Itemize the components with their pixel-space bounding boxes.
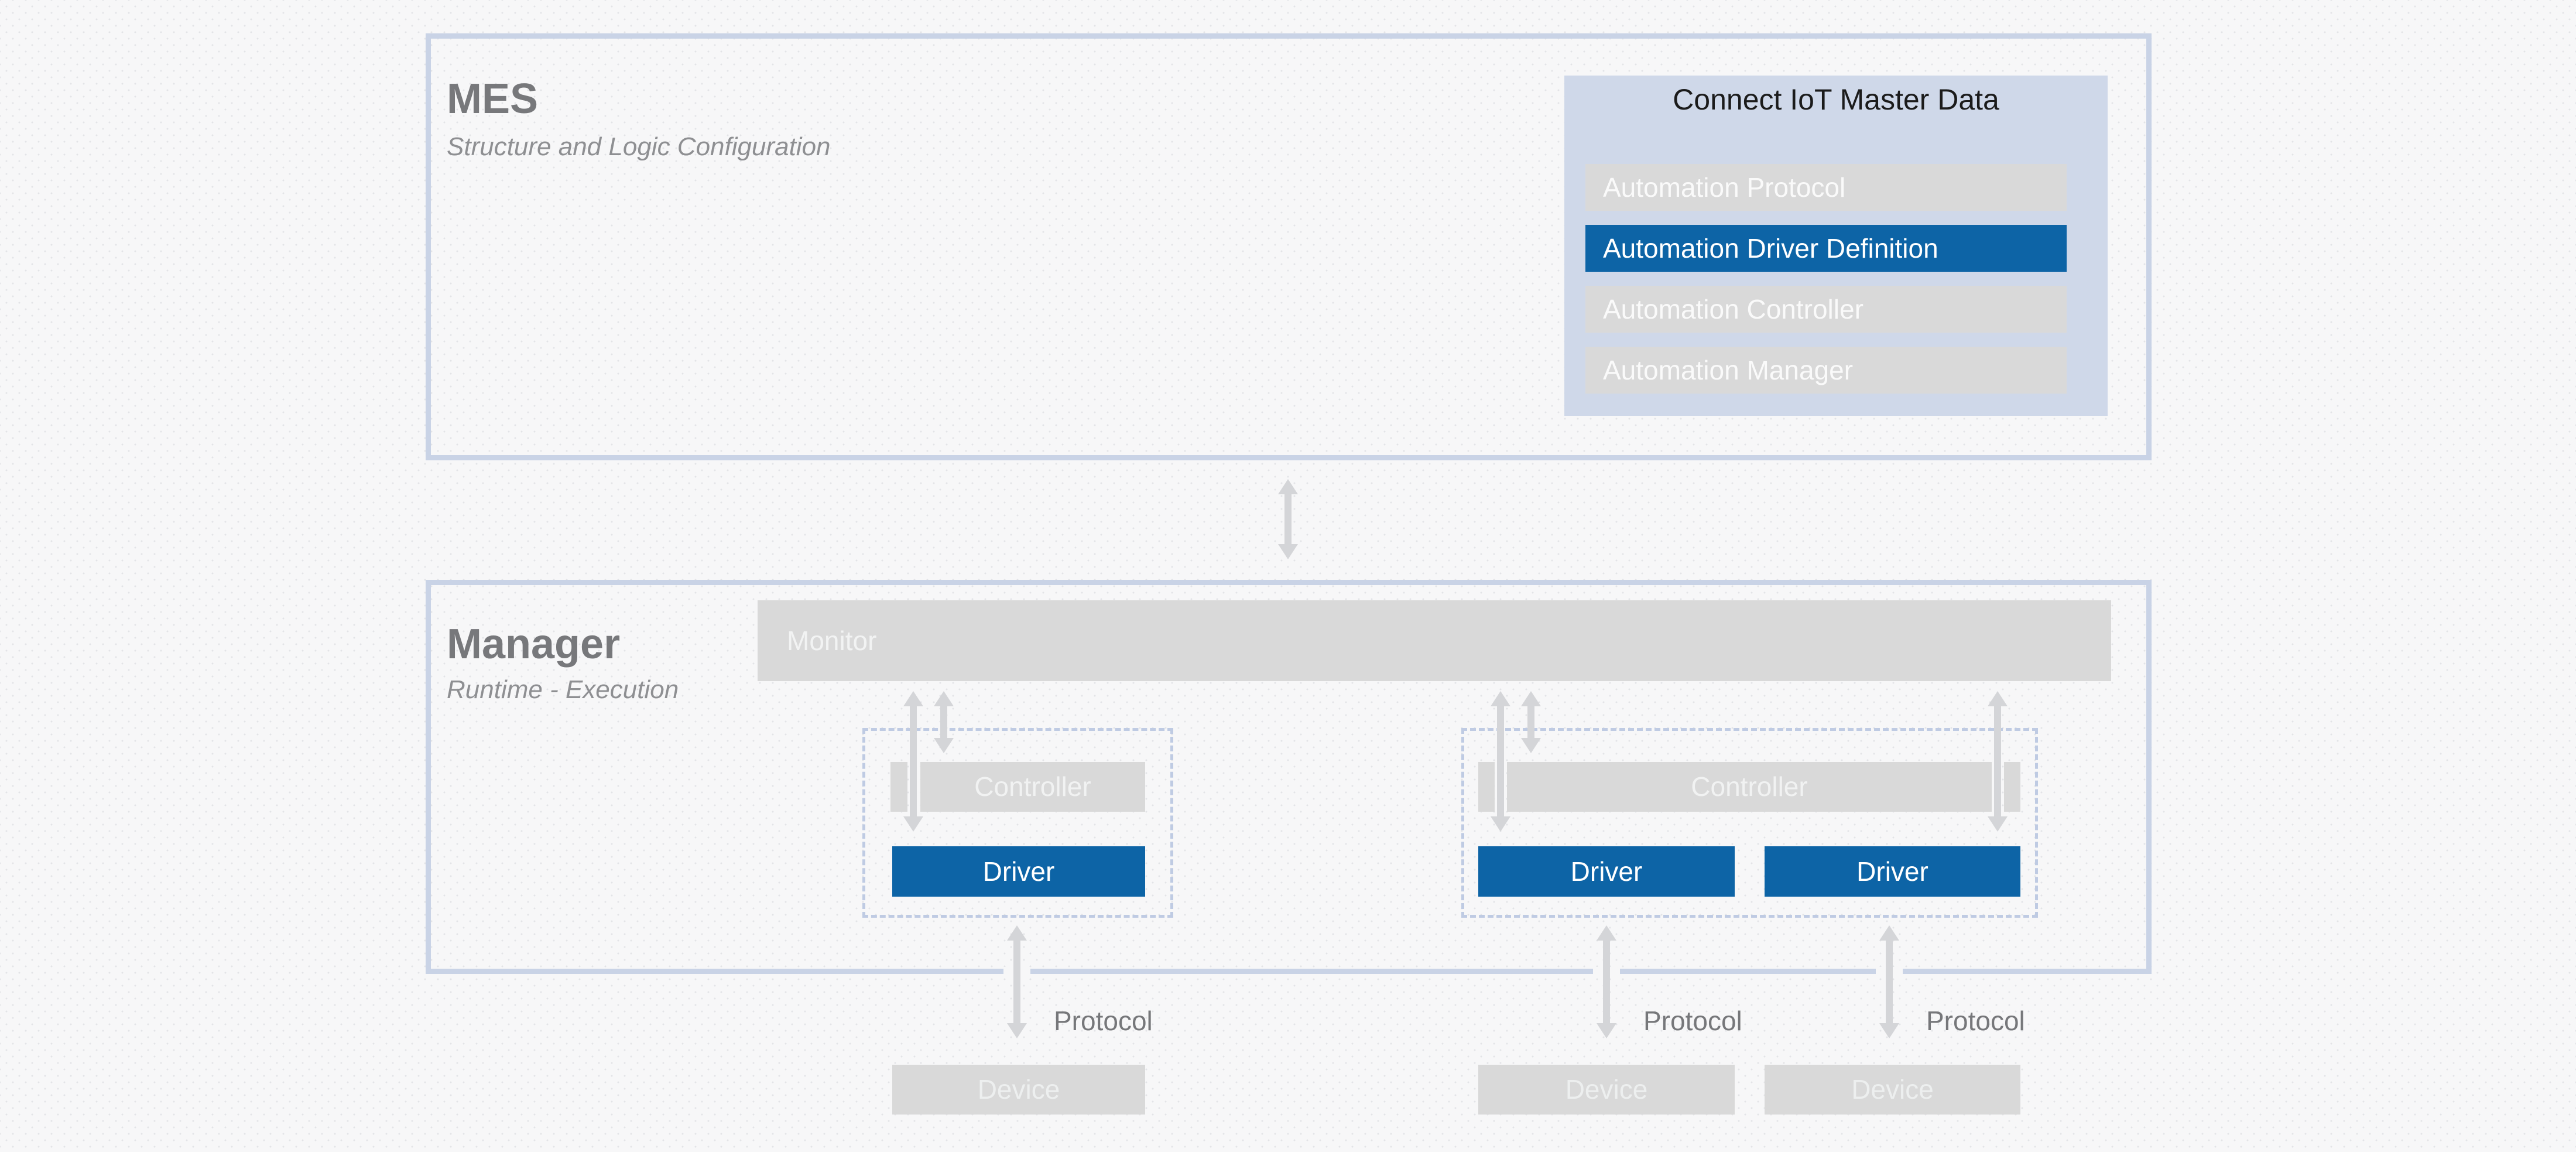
controller-bar-right: Controller: [1507, 762, 1992, 812]
driver-bar-right-2: Driver: [1765, 846, 2020, 897]
monitor-controller-arrow-long-right2: [1988, 691, 2008, 832]
monitor-controller-arrow-long-left: [903, 691, 923, 832]
menu-item-automation-manager: Automation Manager: [1585, 347, 2067, 394]
protocol-arrow-2: [1597, 925, 1616, 1038]
connect-iot-panel-title: Connect IoT Master Data: [1673, 83, 1999, 116]
controller-group-left: Controller Driver: [862, 728, 1173, 918]
controller-bar-right-left-stub: [1478, 762, 1495, 812]
controller-bar-right-right-stub: [2004, 762, 2020, 812]
manager-title: Manager: [447, 621, 621, 668]
controller-bar-left-stub: [890, 762, 907, 812]
driver-bar-left: Driver: [892, 846, 1145, 897]
protocol-label-2: Protocol: [1643, 1006, 1742, 1036]
monitor-controller-arrow-short-right: [1521, 691, 1541, 753]
menu-item-automation-protocol: Automation Protocol: [1585, 164, 2067, 211]
mes-subtitle: Structure and Logic Configuration: [447, 132, 831, 161]
connect-iot-master-data-panel: Connect IoT Master Data Automation Proto…: [1564, 76, 2108, 416]
device-bar-3: Device: [1765, 1065, 2020, 1115]
protocol-label-1: Protocol: [1054, 1006, 1153, 1036]
controller-group-right: Controller Driver Driver: [1461, 728, 2038, 918]
menu-item-automation-controller: Automation Controller: [1585, 286, 2067, 333]
protocol-label-3: Protocol: [1926, 1006, 2025, 1036]
monitor-controller-arrow-short-left: [934, 691, 954, 753]
manager-section-box: Manager Runtime - Execution Monitor Cont…: [426, 580, 2152, 974]
device-bar-1: Device: [892, 1065, 1145, 1115]
monitor-controller-arrow-long-right1: [1491, 691, 1510, 832]
protocol-arrow-3: [1879, 925, 1899, 1038]
mes-manager-link-arrow: [1278, 479, 1298, 559]
menu-item-automation-driver-definition: Automation Driver Definition: [1585, 225, 2067, 272]
mes-title: MES: [447, 76, 539, 122]
device-bar-2: Device: [1478, 1065, 1735, 1115]
driver-bar-right-1: Driver: [1478, 846, 1735, 897]
controller-bar-left: Controller: [920, 762, 1145, 812]
monitor-bar: Monitor: [758, 600, 2111, 681]
mes-section-box: MES Structure and Logic Configuration Co…: [426, 33, 2152, 460]
protocol-arrow-1: [1007, 925, 1027, 1038]
manager-subtitle: Runtime - Execution: [447, 675, 679, 704]
